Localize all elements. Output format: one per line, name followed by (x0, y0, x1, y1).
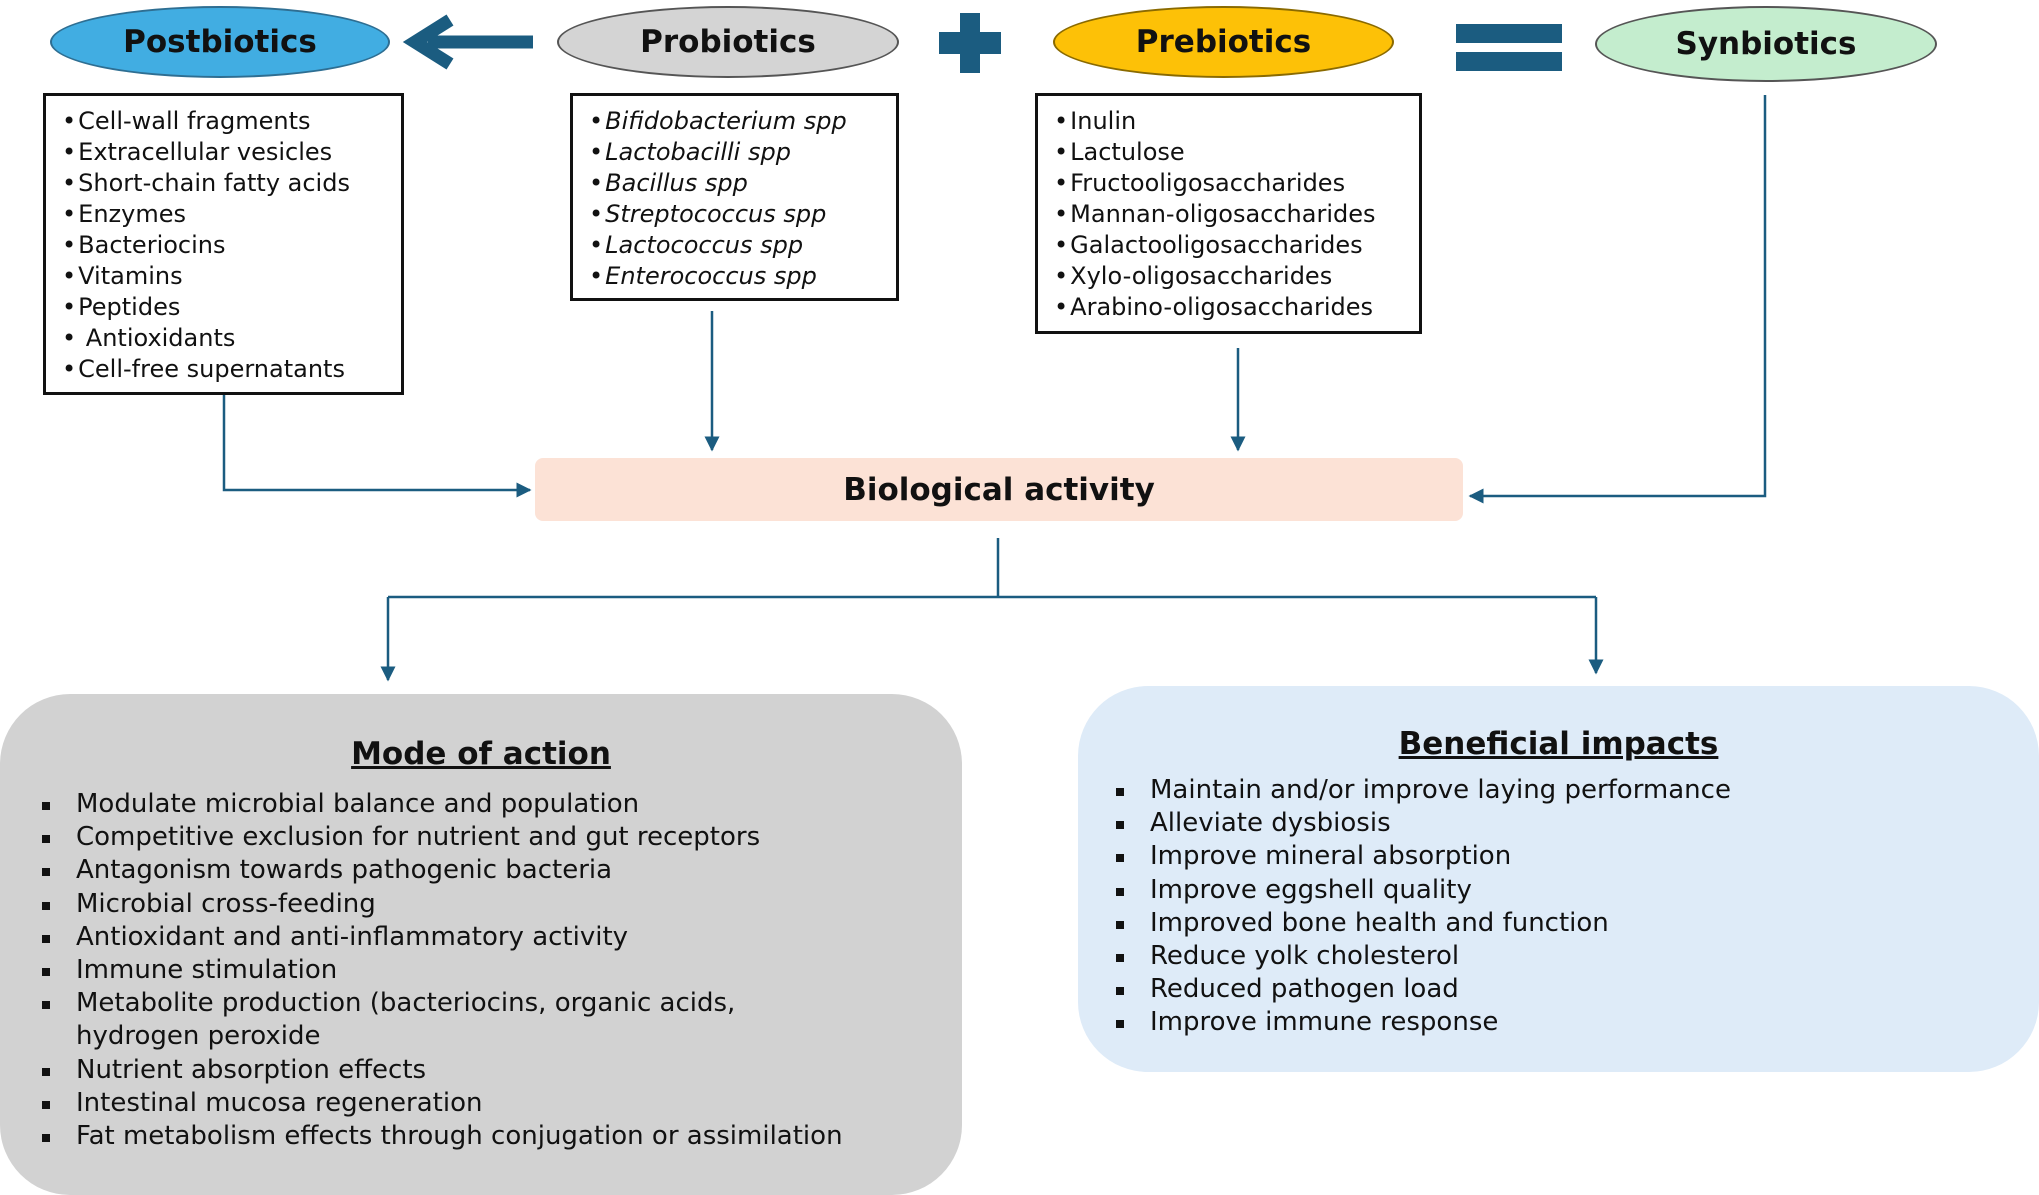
postbiotics-item: Extracellular vesicles (62, 137, 385, 168)
postbiotics-list: Cell-wall fragments Extracellular vesicl… (43, 93, 404, 395)
prebiotics-item: Lactulose (1054, 137, 1403, 168)
mode-of-action-item: Microbial cross-feeding (40, 888, 843, 921)
beneficial-impact-item: Maintain and/or improve laying performan… (1114, 774, 1731, 807)
postbiotics-node: Postbiotics (50, 6, 390, 78)
prebiotics-node: Prebiotics (1053, 6, 1394, 78)
prebiotics-item: Galactooligosaccharides (1054, 230, 1403, 261)
beneficial-impact-item: Reduce yolk cholesterol (1114, 940, 1731, 973)
beneficial-impact-item: Improve immune response (1114, 1006, 1731, 1039)
beneficial-impact-item: Alleviate dysbiosis (1114, 807, 1731, 840)
postbiotics-item: Antioxidants (62, 323, 385, 354)
beneficial-impact-item: Improved bone health and function (1114, 907, 1731, 940)
big-left-arrow (402, 14, 533, 70)
connector-synbiotics (1468, 95, 1767, 504)
mode-of-action-panel: Mode of action Modulate microbial balanc… (0, 694, 962, 1195)
mode-of-action-item: Fat metabolism effects through conjugati… (40, 1120, 843, 1153)
prebiotics-item: Mannan-oligosaccharides (1054, 199, 1403, 230)
synbiotics-node: Synbiotics (1595, 6, 1937, 82)
mode-of-action-item: Competitive exclusion for nutrient and g… (40, 821, 843, 854)
equals-symbol-top (1456, 24, 1562, 43)
probiotics-item: Bacillus spp (589, 168, 880, 199)
connector-split (388, 538, 1596, 599)
beneficial-impacts-title: Beneficial impacts (1398, 726, 1719, 762)
postbiotics-item: Vitamins (62, 261, 385, 292)
mode-of-action-item: Antagonism towards pathogenic bacteria (40, 854, 843, 887)
prebiotics-item: Fructooligosaccharides (1054, 168, 1403, 199)
connector-postbiotics (222, 395, 532, 498)
probiotics-node: Probiotics (557, 6, 899, 78)
prebiotics-list: Inulin Lactulose Fructooligosaccharides … (1035, 93, 1422, 334)
postbiotics-item: Bacteriocins (62, 230, 385, 261)
prebiotics-item: Inulin (1054, 106, 1403, 137)
prebiotics-item: Xylo-oligosaccharides (1054, 261, 1403, 292)
postbiotics-item: Short-chain fatty acids (62, 168, 385, 199)
beneficial-impact-item: Improve mineral absorption (1114, 840, 1731, 873)
postbiotics-item: Enzymes (62, 199, 385, 230)
beneficial-impact-item: Reduced pathogen load (1114, 973, 1731, 1006)
mode-of-action-title: Mode of action (351, 736, 611, 772)
probiotics-item: Streptococcus spp (589, 199, 880, 230)
mode-of-action-item: Intestinal mucosa regeneration (40, 1087, 843, 1120)
probiotics-list: Bifidobacterium spp Lactobacilli spp Bac… (570, 93, 899, 301)
beneficial-impacts-panel: Beneficial impacts Maintain and/or impro… (1078, 686, 2039, 1072)
postbiotics-item: Cell-free supernatants (62, 354, 385, 385)
prebiotics-item: Arabino-oligosaccharides (1054, 292, 1403, 323)
probiotics-item: Enterococcus spp (589, 261, 880, 292)
mode-of-action-item: Immune stimulation (40, 954, 843, 987)
equals-symbol-bottom (1456, 52, 1562, 71)
mode-of-action-item: Modulate microbial balance and populatio… (40, 788, 843, 821)
postbiotics-item: Peptides (62, 292, 385, 323)
mode-of-action-item: Nutrient absorption effects (40, 1054, 843, 1087)
beneficial-impact-item: Improve eggshell quality (1114, 874, 1731, 907)
plus-symbol-horizontal (939, 32, 1001, 54)
probiotics-item: Bifidobacterium spp (589, 106, 880, 137)
mode-of-action-item-continuation: hydrogen peroxide (76, 1021, 321, 1052)
mode-of-action-item: Antioxidant and anti-inflammatory activi… (40, 921, 843, 954)
postbiotics-item: Cell-wall fragments (62, 106, 385, 137)
probiotics-item: Lactococcus spp (589, 230, 880, 261)
mode-of-action-item: Metabolite production (bacteriocins, org… (40, 987, 843, 1020)
probiotics-item: Lactobacilli spp (589, 137, 880, 168)
biological-activity-node: Biological activity (535, 458, 1463, 521)
